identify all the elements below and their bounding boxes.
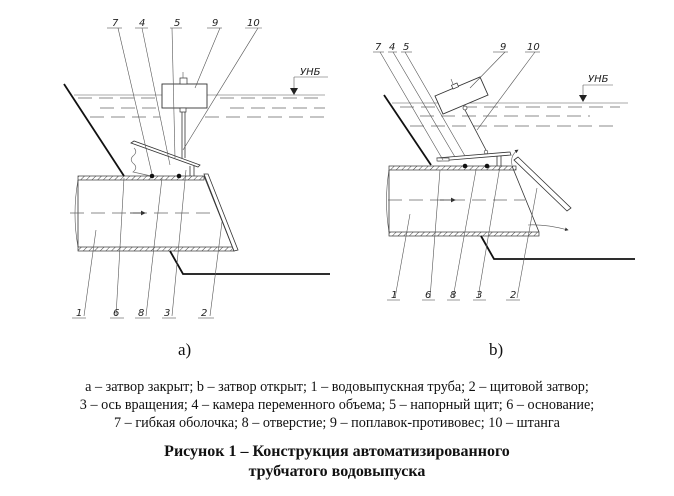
water-surface <box>392 102 628 127</box>
callout-3: 3 <box>476 290 482 301</box>
figure-caption: Рисунок 1 – Конструкция автоматизированн… <box>0 442 674 482</box>
callout-leaders <box>83 27 259 317</box>
callout-leaders <box>379 51 538 299</box>
callout-5: 5 <box>403 42 409 53</box>
float-counterweight <box>434 76 489 115</box>
callout-5: 5 <box>174 18 180 29</box>
legend-line: a – затвор закрыт; b – затвор открыт; 1 … <box>85 379 589 395</box>
outlet-pipe <box>386 149 569 237</box>
embankment-slope <box>63 83 125 177</box>
callout-3: 3 <box>164 308 170 319</box>
callout-8: 8 <box>450 290 456 301</box>
caption-line: трубчатого водовыпуска <box>248 463 426 480</box>
callout-1: 1 <box>391 290 397 301</box>
water-level-mark: УНБ <box>579 74 613 102</box>
water-surface <box>74 94 325 118</box>
water-level-mark: УНБ <box>290 67 328 95</box>
legend-line: 3 – ось вращения; 4 – камера переменного… <box>79 397 595 413</box>
panel-b-drawing: УНБ <box>373 42 635 301</box>
callout-6: 6 <box>425 290 431 301</box>
callout-8: 8 <box>138 308 144 319</box>
caption-line: Рисунок 1 – Конструкция автоматизированн… <box>164 443 510 460</box>
embankment-slope <box>383 94 432 166</box>
shield-gate <box>203 173 239 252</box>
ground-line <box>480 235 635 260</box>
legend-line: 7 – гибкая оболочка; 8 – отверстие; 9 – … <box>114 415 560 431</box>
callout-9: 9 <box>500 42 506 53</box>
figure-drawings: УНБ <box>63 18 635 319</box>
callout-4: 4 <box>389 42 395 53</box>
callout-4: 4 <box>139 18 145 29</box>
shield-gate <box>513 156 572 212</box>
figure-legend: a – затвор закрыт; b – затвор открыт; 1 … <box>0 378 674 432</box>
callout-10: 10 <box>527 42 540 53</box>
level-label: УНБ <box>588 74 609 85</box>
callout-10: 10 <box>247 18 260 29</box>
panel-b-label: b) <box>489 340 504 359</box>
panel-a-drawing: УНБ <box>63 18 330 319</box>
callout-2: 2 <box>510 290 516 301</box>
callout-6: 6 <box>113 308 119 319</box>
ground-line <box>169 250 330 275</box>
pressure-shield <box>130 140 201 168</box>
callout-1: 1 <box>76 308 82 319</box>
callout-7: 7 <box>112 18 119 29</box>
callout-7: 7 <box>375 42 382 53</box>
panel-a-label: a) <box>178 340 192 359</box>
callout-2: 2 <box>201 308 207 319</box>
level-label: УНБ <box>300 67 321 78</box>
callout-9: 9 <box>212 18 218 29</box>
float-counterweight <box>161 83 208 109</box>
rod <box>464 109 488 153</box>
